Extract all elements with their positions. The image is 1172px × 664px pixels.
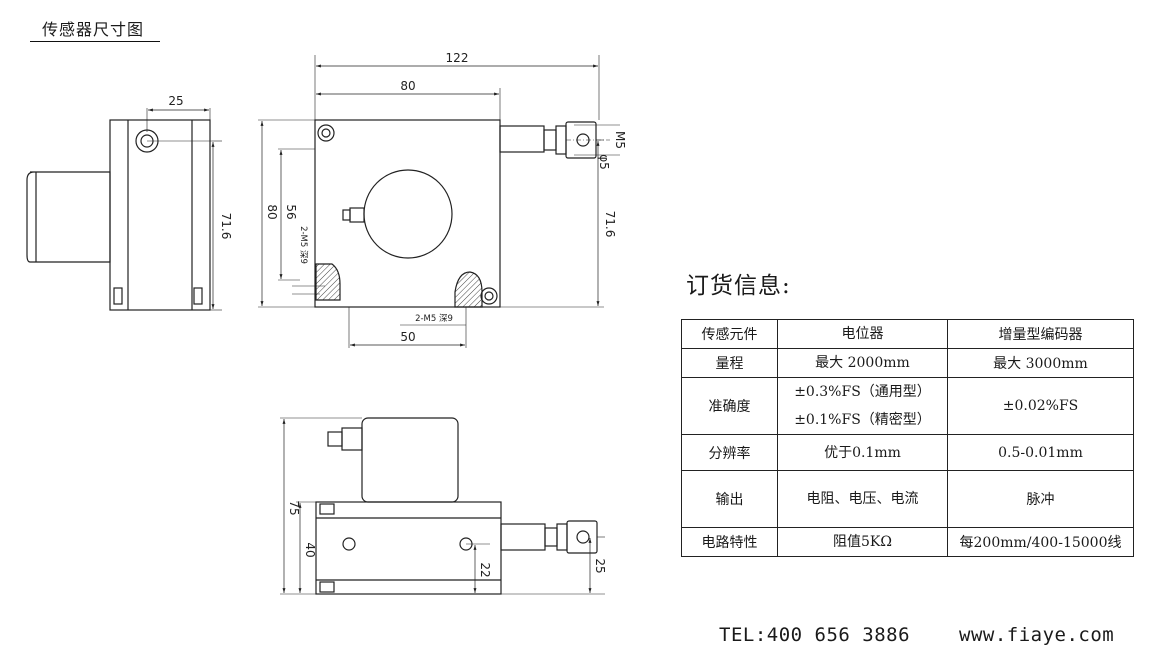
dim-body-height: 80	[265, 204, 279, 219]
potentiometer-value: 阻值5KΩ	[777, 527, 948, 557]
cell-line: 优于0.1mm	[824, 444, 901, 461]
table-row: 准确度 ±0.3%FS（通用型） ±0.1%FS（精密型） ±0.02%FS	[681, 377, 1134, 435]
dim-bottom-offset: 22	[478, 562, 492, 577]
potentiometer-value: 电位器	[777, 319, 948, 349]
footer-tel: TEL:400 656 3886	[719, 624, 911, 646]
dim-right-height: 71.6	[603, 211, 617, 238]
dim-rod-thread: M5	[613, 131, 627, 149]
side-motor-housing	[26, 171, 111, 263]
cell-line: 电阻、电压、电流	[806, 491, 919, 507]
bottom-drum-housing	[361, 417, 459, 503]
table-row: 量程 最大 2000mm 最大 3000mm	[681, 348, 1134, 378]
front-thread-bottom	[454, 271, 483, 308]
dim-side-height: 71.6	[219, 213, 233, 240]
dim-thread-side: 2-M5 深9	[298, 226, 308, 264]
potentiometer-value: 电阻、电压、电流	[777, 470, 948, 528]
footer-website[interactable]: www.fiaye.com	[959, 624, 1115, 646]
front-drum-circle	[363, 169, 453, 259]
cell-line: 阻值5KΩ	[833, 534, 892, 550]
front-bottom-right-hole	[480, 287, 498, 305]
dim-body-width: 80	[400, 79, 415, 93]
table-row: 输出 电阻、电压、电流 脉冲	[681, 470, 1134, 528]
dim-overall-width: 122	[446, 51, 469, 65]
page-title: 传感器尺寸图	[30, 16, 161, 42]
encoder-value: 每200mm/400-15000线	[947, 527, 1134, 557]
row-label: 分辨率	[681, 434, 778, 471]
row-label: 量程	[681, 348, 778, 378]
dim-rod-hole: φ5	[597, 154, 611, 170]
row-label: 输出	[681, 470, 778, 528]
cell-line: ±0.3%FS（通用型）	[794, 384, 931, 400]
dim-bottom-rod: 25	[593, 558, 607, 573]
encoder-value: 最大 3000mm	[947, 348, 1134, 378]
dim-bottom-body-height: 40	[303, 542, 317, 557]
bottom-hole-left	[342, 537, 356, 551]
dim-inner-height: 56	[284, 204, 298, 219]
encoder-value: 0.5-0.01mm	[947, 434, 1134, 471]
table-row: 分辨率 优于0.1mm 0.5-0.01mm	[681, 434, 1134, 471]
encoder-value: 增量型编码器	[947, 319, 1134, 349]
potentiometer-value: ±0.3%FS（通用型） ±0.1%FS（精密型）	[777, 377, 948, 435]
cell-line: 最大 2000mm	[815, 355, 910, 371]
dimension-drawing: 25 71.6	[26, 51, 627, 595]
row-label: 传感元件	[681, 319, 778, 349]
dim-side-width: 25	[168, 94, 183, 108]
side-view	[26, 108, 222, 311]
encoder-value: ±0.02%FS	[947, 377, 1134, 435]
dim-thread-bottom: 2-M5 深9	[415, 314, 453, 324]
row-label: 电路特性	[681, 527, 778, 557]
front-top-left-hole	[317, 124, 335, 142]
front-rod	[499, 125, 545, 153]
front-body	[314, 119, 501, 308]
front-view	[258, 55, 620, 348]
dim-hole-spacing: 50	[400, 330, 415, 344]
order-heading: 订货信息:	[686, 273, 791, 299]
cell-line: ±0.1%FS（精密型）	[794, 412, 931, 428]
dim-bottom-total-height: 75	[287, 500, 301, 515]
table-row: 传感元件 电位器 增量型编码器	[681, 319, 1134, 349]
front-thread-side	[315, 263, 341, 301]
encoder-value: 脉冲	[947, 470, 1134, 528]
cell-line: 电位器	[841, 326, 884, 342]
table-row: 电路特性 阻值5KΩ 每200mm/400-15000线	[681, 527, 1134, 557]
side-body	[109, 119, 211, 311]
row-label: 准确度	[681, 377, 778, 435]
bottom-view	[280, 417, 605, 595]
potentiometer-value: 最大 2000mm	[777, 348, 948, 378]
potentiometer-value: 优于0.1mm	[777, 434, 948, 471]
